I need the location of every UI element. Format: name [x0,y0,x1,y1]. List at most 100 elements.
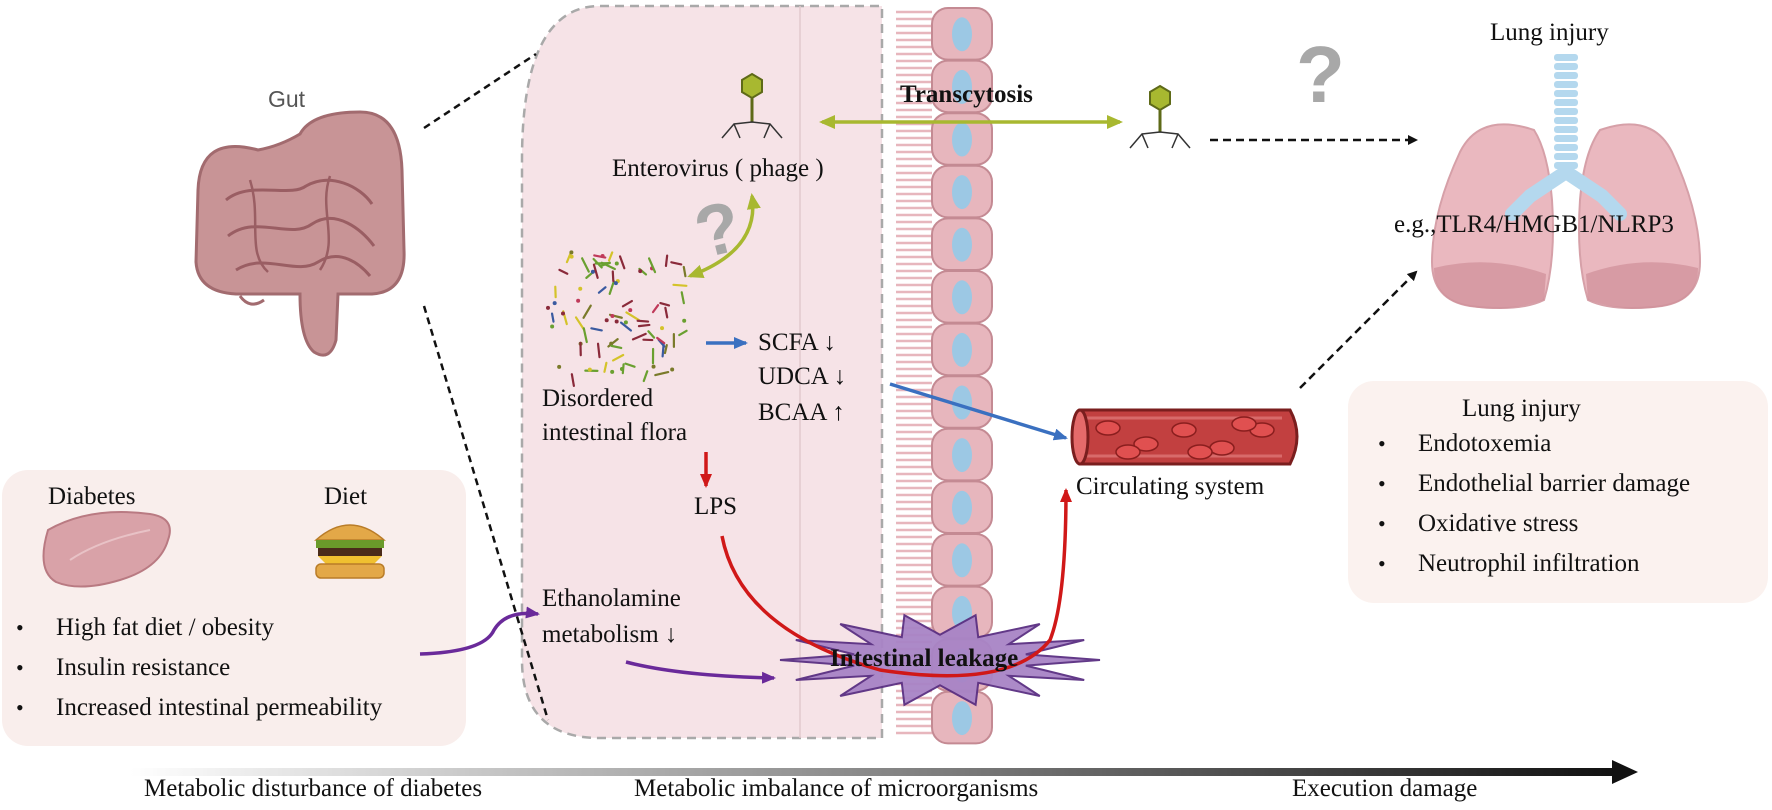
risk-factor-list: High fat diet / obesity Insulin resistan… [8,608,382,728]
metabolite-to-vessel-arrow [889,382,1068,441]
bacterium [596,342,601,359]
bacterium [654,370,670,377]
lung-injury-item: Endotoxemia [1370,424,1690,464]
bacterium [552,301,557,306]
bacterium [603,361,608,373]
ethanolamine-label-line1: Ethanolamine [542,585,681,612]
cell-nucleus [952,701,972,736]
red-blood-cell [1209,440,1235,456]
trachea-ring [1554,144,1578,151]
bacterium [582,304,592,319]
red-blood-cells [1095,416,1275,460]
trachea-ring [1554,126,1578,133]
bacterium [574,316,586,331]
red-blood-cell [1115,444,1141,460]
red-blood-cell [1187,444,1213,460]
bacterium [682,318,687,323]
flora-phage-arrow [687,193,761,279]
lung-injury-list: Endotoxemia Endothelial barrier damage O… [1370,424,1690,584]
bacterium [628,308,633,313]
bacterium [610,314,615,319]
bacterium [576,298,581,303]
bacterium [664,306,669,319]
bacterium [557,364,562,369]
ethanolamine-to-leak-arrow [625,660,776,684]
bacterium [587,367,592,372]
bacterium [592,257,603,269]
trachea-ring [1554,81,1578,88]
cell-nucleus [952,438,972,473]
bacterium [610,369,615,374]
ethanolamine-label-line2: metabolism ↓ [542,621,678,648]
transcytosis-label: Transcytosis [900,81,1033,108]
trachea [1554,54,1578,178]
bacterium [664,254,669,268]
bacterium [590,327,603,332]
cell-nucleus [952,332,972,367]
bacterium [607,338,619,348]
phage-icon [721,72,783,139]
bacterium [558,268,569,275]
lung-injury-item: Neutrophil infiltration [1370,544,1690,584]
bacterium [638,269,643,274]
bacterium [599,261,611,268]
bacterium [619,321,633,332]
burger-illustration [314,524,386,579]
bacterium [578,286,583,291]
bacterium [623,320,628,325]
bacterium [636,319,650,323]
circulating-system-label: Circulating system [1076,473,1265,500]
bacterium [613,281,618,286]
intestinal-panel [520,4,884,740]
red-blood-cell [1171,422,1197,438]
cell-nucleus [952,280,972,315]
pathway-label: e.g.,TLR4/HMGB1/NLRP3 [1394,211,1674,238]
pancreas-illustration [42,511,171,588]
trachea-ring [1554,63,1578,70]
bacterium [647,330,656,339]
timeline-stage-3: Execution damage [1292,775,1478,802]
bacterium [621,299,633,308]
timeline-arrowhead [1612,760,1638,784]
villi-brush-border [896,10,932,735]
bacterium [670,261,683,266]
bacterium [550,324,555,329]
bacterium [682,265,687,278]
intestinal-leakage-burst [779,613,1101,707]
bacteria-cluster [546,250,688,387]
bacterium [592,263,599,279]
lung-injury-item: Oxidative stress [1370,504,1690,544]
cell-nucleus [952,227,972,262]
bacterium [607,251,614,262]
trachea-ring [1554,108,1578,115]
bacterium [570,373,575,387]
phage-icon-circulating [1129,84,1191,149]
trachea-ring [1554,153,1578,160]
lung-injury-title: Lung injury [1490,19,1609,46]
timeline-bar [130,768,1616,776]
cell-nucleus [952,385,972,420]
red-blood-cell [1133,436,1159,452]
bacterium [656,336,666,345]
bcaa-label: BCAA ↑ [758,399,845,426]
bacterium [610,344,623,350]
diabetes-label: Diabetes [48,483,136,510]
bacterium [582,327,588,344]
lps-label: LPS [694,493,738,520]
question-mark-transcytosis: ? [1296,30,1345,119]
gut-illustration [194,110,406,357]
lung-illustration [1430,54,1702,309]
bacterium [659,301,671,307]
blood-vessel [1070,408,1299,466]
bacterium [618,255,626,270]
bacterium [619,366,624,371]
risk-factor-item: Insulin resistance [8,648,382,688]
risk-factor-item: High fat diet / obesity [8,608,382,648]
timeline-stage-1: Metabolic disturbance of diabetes [144,775,483,802]
bacterium [670,367,675,372]
intestinal-leakage-label: Intestinal leakage [830,645,1019,672]
bacterium [625,311,640,322]
cell-nucleus [952,69,972,104]
gut-zoom-line-top [423,52,537,130]
bacterium [604,318,609,323]
